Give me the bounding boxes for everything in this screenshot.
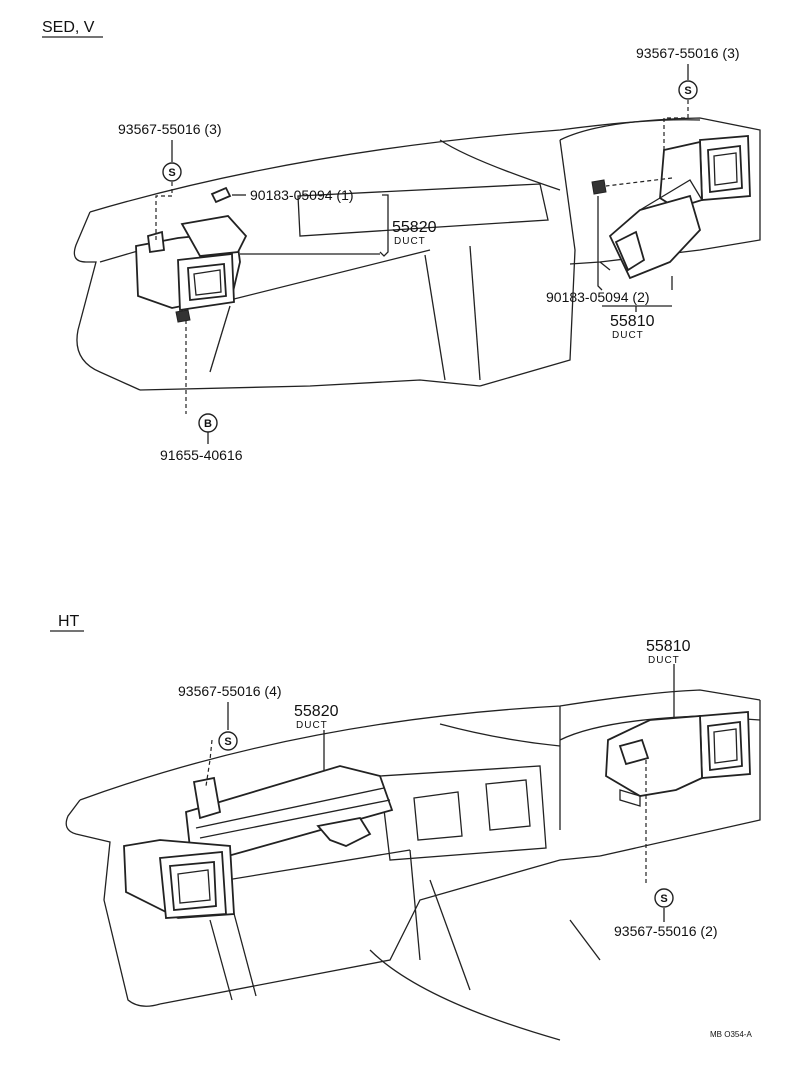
screw-symbol-label: S <box>684 85 691 97</box>
section-title-ht: HT <box>58 613 80 630</box>
screw-symbol-left-top: S <box>162 162 182 182</box>
label-duct-name-55820-bottom: DUCT <box>296 720 328 731</box>
label-clip-right-top: 90183-05094 (2) <box>546 289 650 305</box>
clip-90183-left <box>210 186 232 204</box>
label-duct-55810-top: 55810 <box>610 313 655 330</box>
label-duct-55820-top: 55820 <box>392 219 437 236</box>
screw-symbol-label: S <box>224 736 231 748</box>
section-title-sed-v: SED, V <box>42 19 95 36</box>
duct-55820-left-top <box>135 215 248 323</box>
section-sed-v: SED, V <box>42 19 761 463</box>
screw-symbol-left-bottom: S <box>218 731 238 751</box>
label-screw-left-bottom: 93567-55016 (4) <box>178 683 282 699</box>
label-duct-55820-bottom: 55820 <box>294 703 339 720</box>
label-duct-name-55810-bottom: DUCT <box>648 655 680 666</box>
label-duct-55810-bottom: 55810 <box>646 638 691 655</box>
label-screw-left-top: 93567-55016 (3) <box>118 121 222 137</box>
section-ht: HT <box>50 613 761 1041</box>
screw-symbol-right-top: S <box>678 80 698 100</box>
label-duct-name-55820-top: DUCT <box>394 236 426 247</box>
duct-55810-bottom <box>605 711 751 807</box>
label-bolt-top: 91655-40616 <box>160 447 243 463</box>
dashboard-outline-top <box>73 117 761 391</box>
screw-symbol-label: S <box>660 893 667 905</box>
screw-symbol-right-bottom: S <box>654 888 674 908</box>
screw-symbol-label: S <box>168 167 175 179</box>
leaders-top <box>155 64 689 444</box>
label-clip-left-top: 90183-05094 (1) <box>250 187 354 203</box>
diagram-reference-code: MB O354-A <box>710 1030 752 1039</box>
label-screw-right-bottom: 93567-55016 (2) <box>614 923 718 939</box>
duct-55820-bottom <box>123 765 394 919</box>
bolt-symbol-top: B <box>198 413 218 433</box>
bolt-symbol-label: B <box>204 418 212 430</box>
leaders-bottom <box>205 664 675 922</box>
duct-55810-right-top <box>591 135 751 280</box>
label-duct-name-55810-top: DUCT <box>612 330 644 341</box>
label-screw-right-top: 93567-55016 (3) <box>636 45 740 61</box>
